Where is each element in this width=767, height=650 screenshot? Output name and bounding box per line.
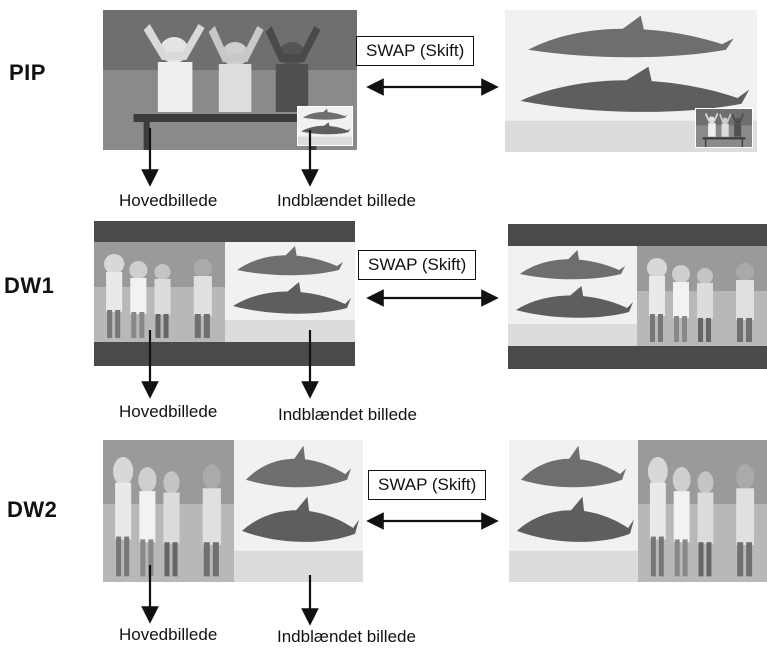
pip-swapped-main-picture bbox=[505, 10, 757, 152]
dw1-sub-caption: Indblændet billede bbox=[278, 405, 417, 424]
dw1-swapped-top-bar bbox=[508, 224, 767, 246]
dw2-main-caption: Hovedbillede bbox=[119, 625, 218, 644]
mode-label-dw1: DW1 bbox=[4, 273, 55, 298]
pip-sub-picture bbox=[297, 106, 353, 146]
pip-sub-caption: Indblændet billede bbox=[277, 191, 416, 210]
dw2-sub-caption: Indblændet billede bbox=[277, 627, 416, 646]
pip-main-caption: Hovedbillede bbox=[119, 191, 218, 210]
swap-button-pip[interactable]: SWAP (Skift) bbox=[356, 36, 475, 66]
pip-main-picture bbox=[103, 10, 357, 150]
swap-button-dw2[interactable]: SWAP (Skift) bbox=[368, 470, 487, 500]
mode-label-pip: PIP bbox=[9, 60, 46, 85]
mode-label-dw2: DW2 bbox=[7, 497, 58, 522]
dw1-main-caption: Hovedbillede bbox=[119, 402, 218, 421]
dw1-top-bar bbox=[94, 221, 355, 242]
dw1-bottom-bar bbox=[94, 342, 355, 366]
swap-button-dw1[interactable]: SWAP (Skift) bbox=[358, 250, 477, 280]
dw1-swapped-bottom-bar bbox=[508, 346, 767, 369]
pip-swapped-sub-picture bbox=[695, 108, 753, 148]
